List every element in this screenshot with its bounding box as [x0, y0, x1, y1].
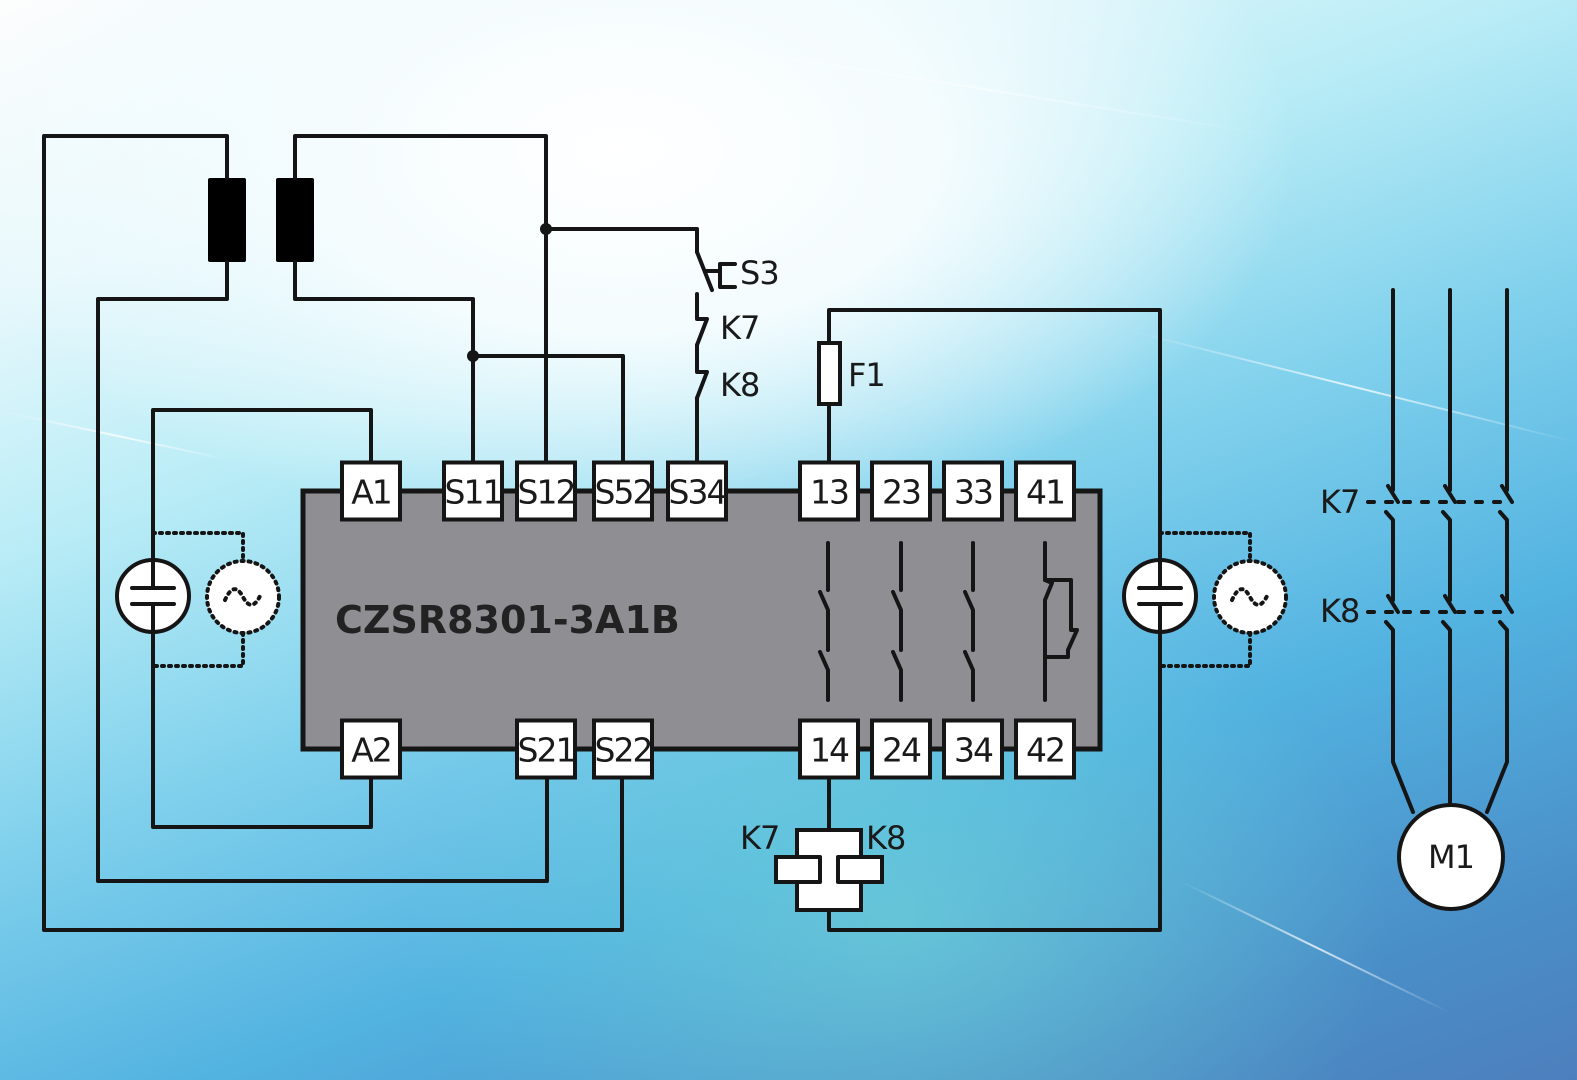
terminal-box[interactable]: [340, 460, 402, 522]
terminal-label: S52: [595, 473, 652, 512]
terminal-box[interactable]: [870, 460, 932, 522]
internal-contacts: [818, 541, 1079, 702]
terminal-box[interactable]: [515, 460, 577, 522]
terminal-box[interactable]: [1014, 718, 1076, 780]
terminal-box[interactable]: [798, 718, 860, 780]
terminal-box[interactable]: [666, 460, 728, 522]
power-supply-right: [1122, 531, 1288, 668]
terminal-bottom-5[interactable]: 34: [942, 718, 1004, 780]
terminal-box[interactable]: [592, 460, 654, 522]
junction-dot: [467, 350, 479, 362]
motor-contact-k7-label: K7: [1320, 483, 1359, 521]
terminal-box[interactable]: [515, 718, 577, 780]
terminal-box[interactable]: [592, 718, 654, 780]
terminal-label: S34: [669, 473, 727, 512]
terminal-box[interactable]: [442, 460, 504, 522]
terminal-label: S12: [518, 473, 575, 512]
terminal-bottom-3[interactable]: 14: [798, 718, 860, 780]
terminal-label: 41: [1026, 473, 1064, 512]
terminal-box[interactable]: [340, 718, 402, 780]
terminal-bottom-1[interactable]: S21: [515, 718, 577, 780]
terminal-bottom-6[interactable]: 42: [1014, 718, 1076, 780]
terminal-top-7[interactable]: 33: [942, 460, 1004, 522]
terminal-label: A2: [351, 731, 391, 770]
terminal-label: 23: [882, 473, 920, 512]
terminal-label: A1: [351, 473, 391, 512]
terminal-label: 13: [810, 473, 848, 512]
terminal-label: S11: [445, 473, 502, 512]
terminal-box[interactable]: [870, 718, 932, 780]
terminal-top-8[interactable]: 41: [1014, 460, 1076, 522]
terminal-label: S22: [595, 731, 652, 770]
terminal-top-5[interactable]: 13: [798, 460, 860, 522]
terminal-label: 42: [1026, 731, 1064, 770]
terminal-box[interactable]: [942, 718, 1004, 780]
terminal-bottom-2[interactable]: S22: [592, 718, 654, 780]
wiring-left: [42, 134, 699, 932]
terminal-box[interactable]: [942, 460, 1004, 522]
motor-circuit: K7 K8 M1: [1320, 288, 1514, 911]
power-supply-left: [115, 531, 281, 668]
terminal-box[interactable]: [1014, 460, 1076, 522]
fuse-label: F1: [848, 356, 885, 394]
terminal-label: 24: [882, 731, 921, 770]
relay-model-label: CZSR8301-3A1B: [335, 598, 680, 642]
terminal-top-2[interactable]: S12: [515, 460, 577, 522]
fuse-icon: [817, 341, 842, 406]
motor-contact-k8-label: K8: [1320, 592, 1359, 630]
sensor-coil-left: [208, 178, 246, 262]
reset-switch-label: S3: [740, 254, 779, 292]
coil-k7-label: K7: [740, 819, 779, 857]
output-circuit: F1 K7 K8: [740, 308, 1162, 932]
input-contact-chain: S3 K7 K8: [695, 250, 780, 464]
terminal-top-0[interactable]: A1: [340, 460, 402, 522]
terminal-bottom-0[interactable]: A2: [340, 718, 402, 780]
motor-icon[interactable]: [1397, 803, 1505, 911]
sensor-coil-right: [276, 178, 314, 262]
terminal-label: 33: [954, 473, 992, 512]
terminal-label: S21: [518, 731, 575, 770]
relay-body[interactable]: [300, 488, 1103, 752]
coil-k8-label: K8: [866, 819, 905, 857]
contact-k8-label: K8: [720, 366, 759, 404]
contact-k7-label: K7: [720, 309, 759, 347]
terminal-top-4[interactable]: S34: [666, 460, 728, 522]
motor-label: M1: [1428, 838, 1474, 876]
terminal-top-1[interactable]: S11: [442, 460, 504, 522]
terminal-label: 14: [810, 731, 849, 770]
junction-dot: [540, 223, 552, 235]
terminal-label: 34: [954, 731, 993, 770]
terminal-top-3[interactable]: S52: [592, 460, 654, 522]
terminal-box[interactable]: [798, 460, 860, 522]
terminal-bottom-4[interactable]: 24: [870, 718, 932, 780]
terminal-top-6[interactable]: 23: [870, 460, 932, 522]
